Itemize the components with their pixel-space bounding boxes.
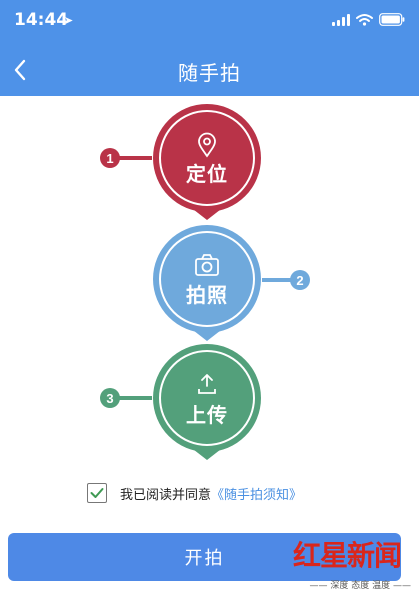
agreement-link[interactable]: 《随手拍须知》 xyxy=(211,487,303,503)
page-title: 随手拍 xyxy=(178,61,241,85)
step-label-location: 定位 xyxy=(186,162,228,186)
agreement-row: 我已阅读并同意 《随手拍须知》 xyxy=(87,482,302,504)
status-bar: 14:44 ➤ xyxy=(0,0,419,44)
watermark-subtitle: —— 深度 态度 温度 —— xyxy=(310,578,411,591)
agreement-text: 我已阅读并同意 xyxy=(120,487,212,503)
watermark-logo: 红星新闻 —— 深度 态度 温度 —— xyxy=(283,534,411,598)
step-location-badge: 1 xyxy=(100,104,261,220)
checkmark-icon xyxy=(90,488,104,498)
status-time: 14:44 xyxy=(14,10,69,30)
step-upload-badge: 3 xyxy=(100,344,261,460)
watermark-rule-left: —— xyxy=(309,581,328,591)
wifi-icon xyxy=(356,14,373,26)
step-number-1: 1 xyxy=(106,151,113,166)
location-pin-icon xyxy=(198,132,216,158)
chevron-left-icon xyxy=(14,59,26,81)
step-label-upload: 上传 xyxy=(186,403,228,427)
step-number-2: 2 xyxy=(296,273,303,288)
watermark-slogan: 深度 态度 温度 xyxy=(330,581,391,591)
battery-icon xyxy=(379,13,405,26)
steps-illustration: 1 2 3 xyxy=(0,100,419,470)
location-arrow-icon: ➤ xyxy=(64,14,74,27)
cellular-signal-icon xyxy=(332,13,350,26)
step-camera-badge: 2 xyxy=(153,225,310,341)
camera-icon xyxy=(195,254,219,276)
upload-icon xyxy=(198,374,216,394)
step-number-3: 3 xyxy=(106,391,113,406)
watermark-rule-right: —— xyxy=(393,581,411,591)
back-button[interactable] xyxy=(0,44,40,96)
status-icons xyxy=(332,13,405,26)
steps-graphic: 1 2 3 xyxy=(100,104,310,460)
nav-bar: 随手拍 xyxy=(0,44,419,96)
step-label-photo: 拍照 xyxy=(186,283,228,307)
agreement-checkbox[interactable] xyxy=(87,483,107,503)
start-shooting-button[interactable]: 开拍 xyxy=(8,533,401,581)
watermark-title: 红星新闻 xyxy=(292,539,402,572)
